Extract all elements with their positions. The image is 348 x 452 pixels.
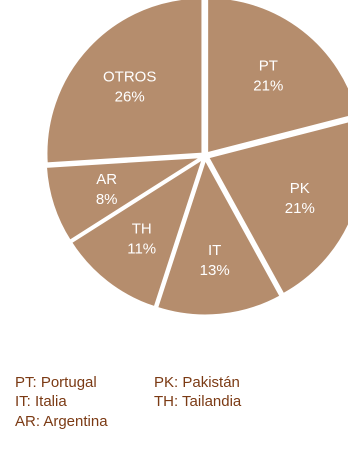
pie-slice-th (69, 156, 205, 309)
pie-slice-otros (45, 0, 204, 165)
legend-item-pk: PK: Pakistán (154, 374, 240, 391)
pie-slice-it (155, 156, 282, 317)
slice-label-ar: AR (96, 171, 117, 188)
pie-chart: PT 21% PK 21% IT 13% TH 11% AR 8% OTROS 26% (44, 0, 348, 317)
legend-item-pt: PT: Portugal (15, 374, 97, 391)
slice-label-it: IT (208, 242, 221, 259)
slice-label-pt: PT (259, 57, 278, 74)
pie-slice-pk (206, 120, 348, 296)
slice-label-th: TH (132, 221, 152, 238)
chart-legend: PT: Portugal PK: Pakistán IT: Italia TH:… (0, 374, 348, 452)
slice-percent-pt: 21% (253, 77, 283, 94)
pie-slice-ar (44, 156, 203, 243)
slice-percent-otros: 26% (115, 88, 145, 105)
legend-item-ar: AR: Argentina (15, 413, 108, 430)
slice-percent-pk: 21% (285, 200, 315, 217)
slice-label-pk: PK (290, 180, 310, 197)
slice-percent-ar: 8% (96, 191, 118, 208)
pie-slice-pt (206, 0, 348, 155)
legend-item-th: TH: Tailandia (154, 393, 242, 410)
slice-label-otros: OTROS (103, 68, 156, 85)
slice-percent-th: 11% (127, 241, 156, 258)
legend-item-it: IT: Italia (15, 393, 67, 410)
slice-percent-it: 13% (200, 262, 230, 279)
